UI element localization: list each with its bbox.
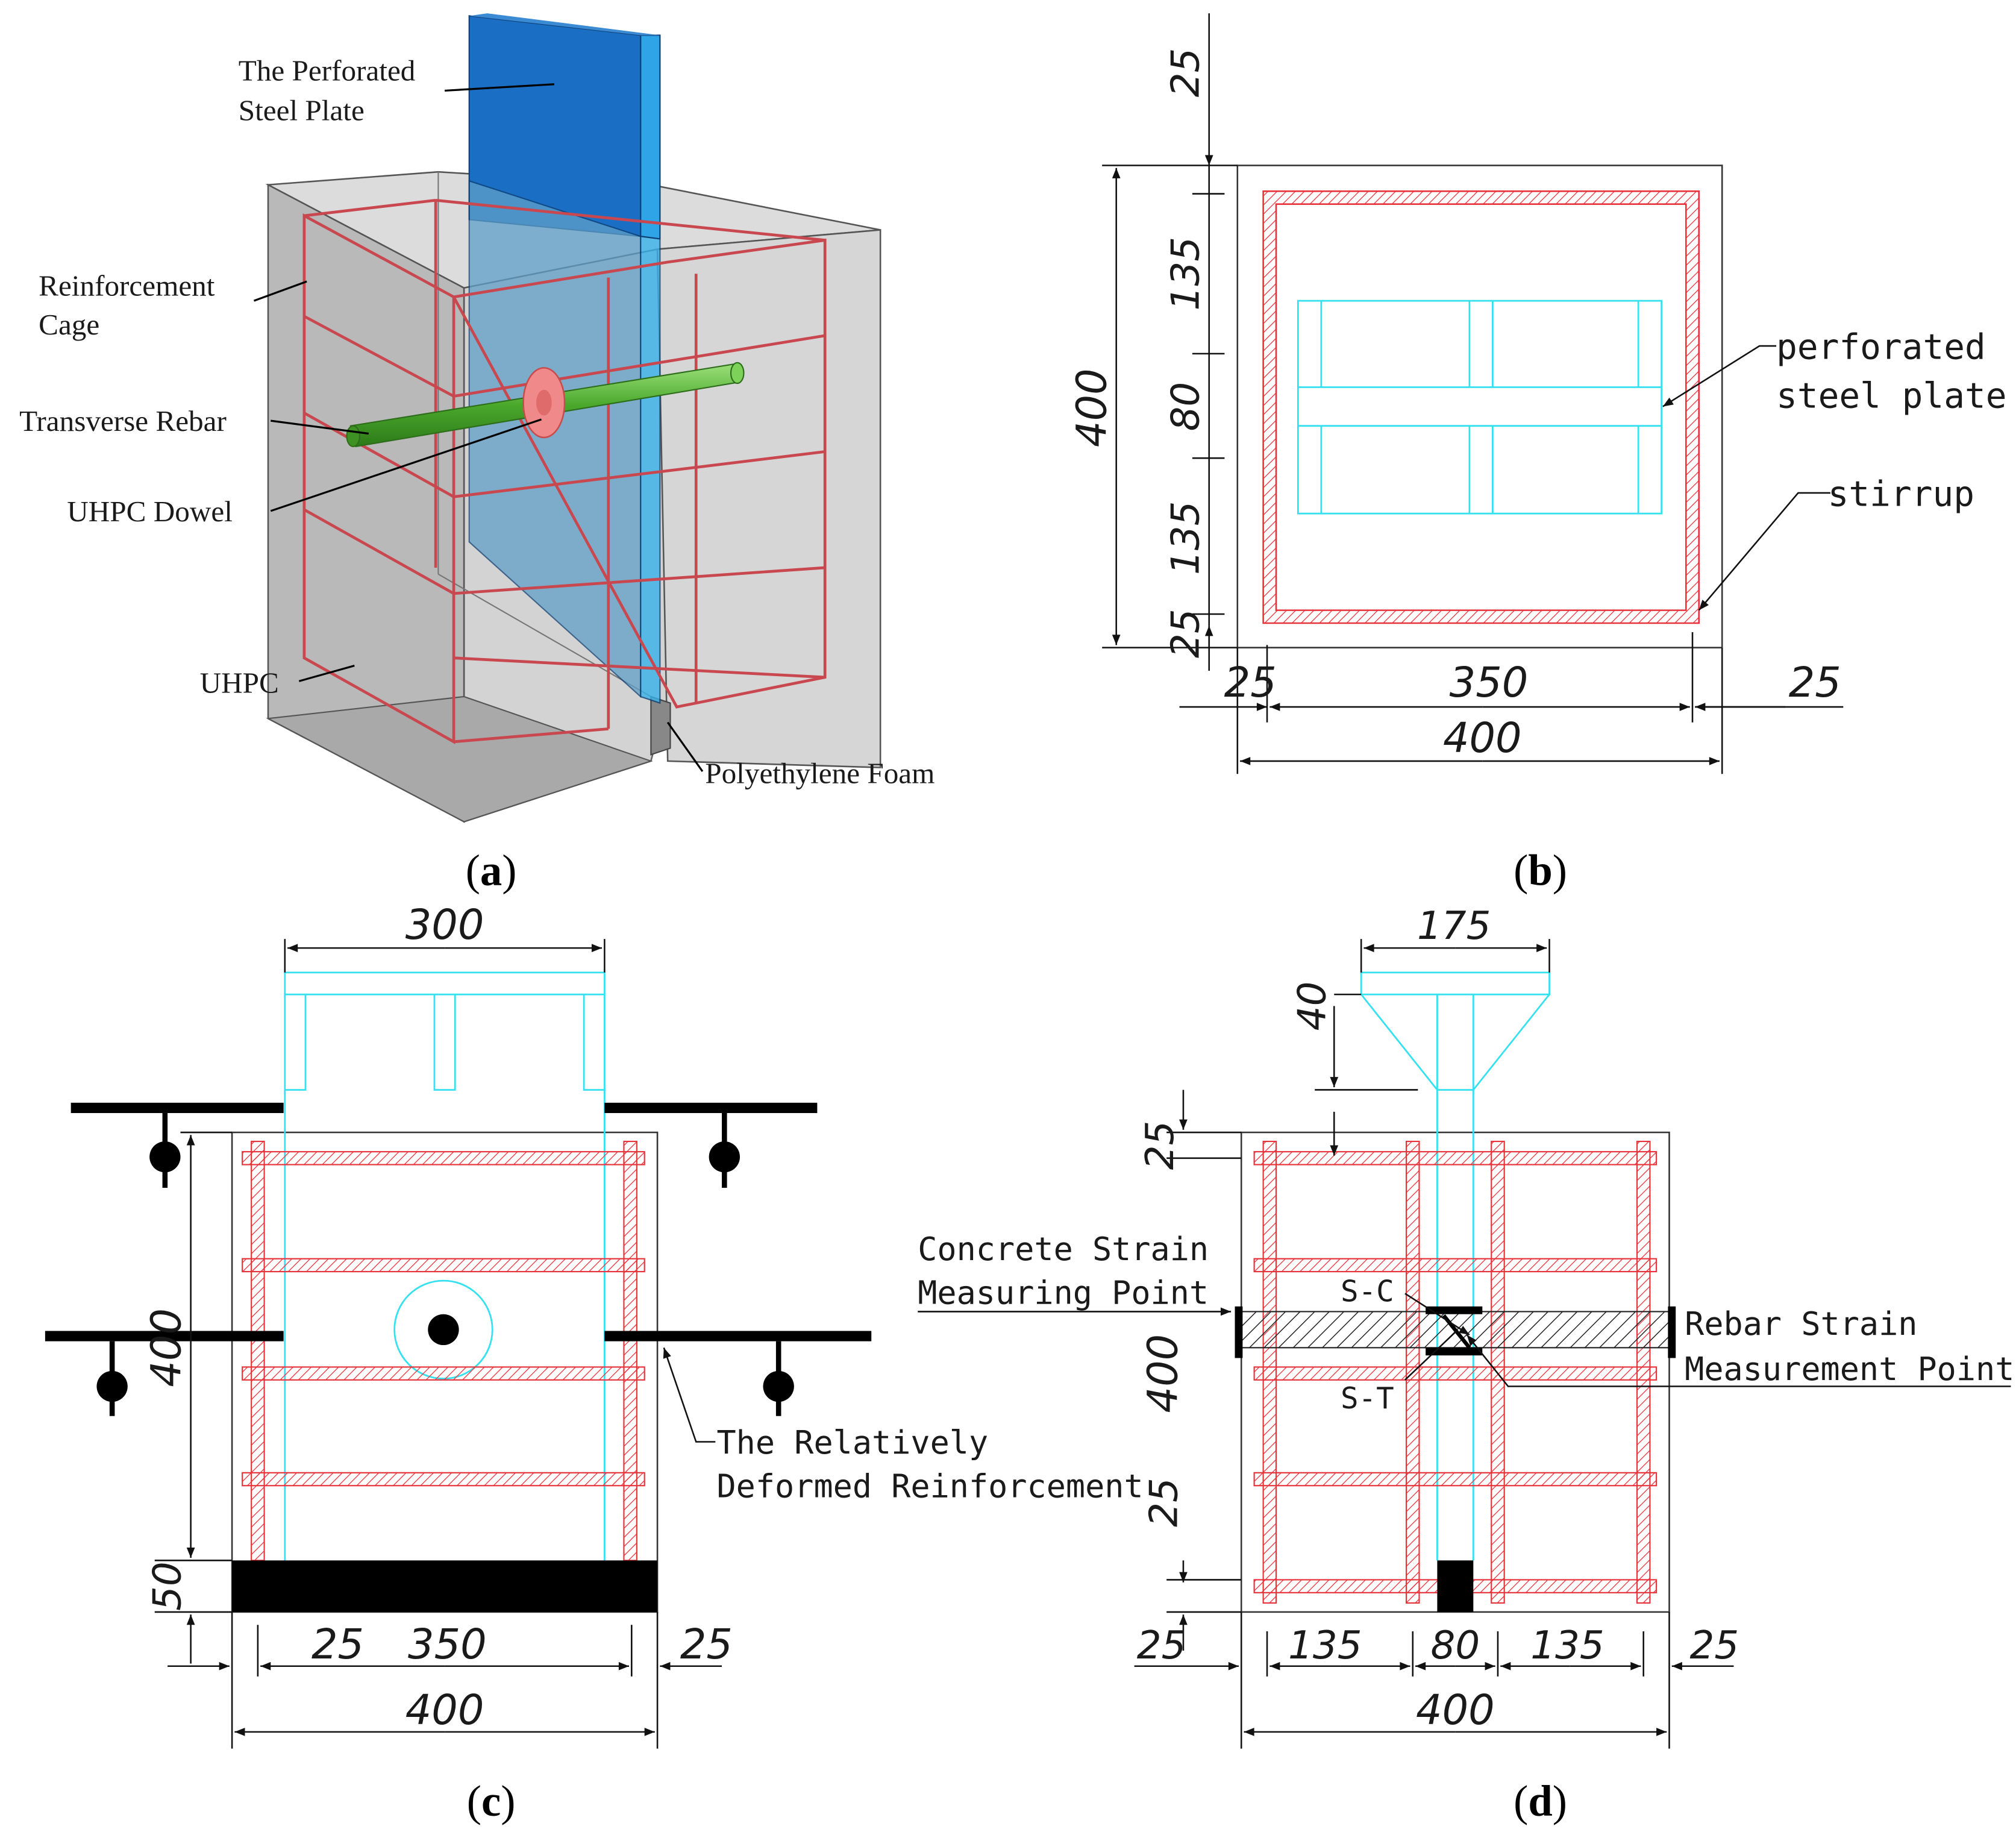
stirrup [1262, 190, 1700, 624]
leader-lines-a [253, 83, 704, 772]
dim-c-base: 50 [145, 1561, 190, 1611]
label-stirrup: stirrup [1828, 473, 1974, 514]
dim-d-h4: 135 [1530, 1623, 1604, 1668]
panel-c: 300 400 50 25 350 25 400 The Relatively … [45, 901, 1144, 1825]
dim-d-h1: 25 [1137, 1623, 1186, 1668]
dim-d-plate: 40 [1289, 982, 1335, 1031]
dim-c-h-left: 25 [311, 1620, 364, 1669]
label-rebar-strain: Rebar Strain [1685, 1305, 1917, 1343]
caption-d: (d) [1514, 1777, 1567, 1825]
dim-d-h5: 25 [1690, 1623, 1739, 1668]
dim-b-v2: 80 [1163, 382, 1209, 431]
label-transverse-rebar: Transverse Rebar [19, 404, 227, 438]
caption-c: (c) [467, 1777, 516, 1825]
label-polyethylene-foam: Polyethylene Foam [705, 756, 934, 789]
dowel-center-c [428, 1314, 459, 1346]
label-uhpc-dowel: UHPC Dowel [67, 495, 233, 528]
dim-c-top: 300 [405, 901, 484, 949]
dim-d-v-top: 25 [1138, 1121, 1183, 1170]
rebars-c [242, 1140, 645, 1561]
label-cage-line1: Reinforcement [39, 269, 215, 303]
dimensions-b [1102, 13, 1844, 774]
panel-d: 175 40 25 400 25 25 135 80 135 25 400 Co… [918, 903, 2014, 1825]
dim-b-v3: 135 [1163, 501, 1209, 575]
dimensions-d [1134, 939, 1734, 1749]
label-uhpc: UHPC [200, 667, 279, 700]
dim-c-height: 400 [143, 1308, 191, 1387]
dim-b-h-mid: 350 [1450, 659, 1529, 707]
label-plate-line2: Steel Plate [239, 94, 365, 127]
plate-cyan-view [1297, 300, 1663, 515]
uhpc-dowel [522, 367, 566, 439]
panel-a: The Perforated Steel Plate Reinforcement… [19, 13, 934, 894]
dim-b-width: 400 [1443, 714, 1522, 762]
dim-b-height: 400 [1068, 368, 1116, 447]
label-measuring-point: Measuring Point [918, 1274, 1209, 1312]
reinforcement-cage [302, 198, 827, 744]
dim-d-width: 400 [1416, 1686, 1495, 1734]
dim-b-h-right: 25 [1789, 659, 1841, 707]
dim-d-h2: 135 [1288, 1623, 1362, 1668]
dim-b-h-left: 25 [1224, 659, 1277, 707]
loading-fixtures-c [45, 1102, 872, 1416]
leader-lines-d [918, 1293, 2011, 1387]
dim-c-h-mid: 350 [408, 1620, 487, 1669]
label-concrete-strain: Concrete Strain [918, 1230, 1209, 1268]
dim-b-top: 25 [1163, 48, 1209, 98]
label-plate-line1: The Perforated [239, 54, 416, 87]
dim-b-v1: 135 [1163, 237, 1209, 310]
label-deformed-reinforcement: Deformed Reinforcement [716, 1467, 1143, 1505]
strain-gauges-d [1235, 1306, 1676, 1358]
leader-lines-b [1662, 345, 1830, 611]
panel-b: 25 400 135 80 135 25 25 350 25 400 perfo… [1068, 13, 2007, 894]
caption-a: (a) [466, 845, 517, 894]
base-support-d [1437, 1560, 1474, 1612]
label-s-c: S-C [1341, 1273, 1394, 1308]
dim-c-width: 400 [405, 1686, 484, 1734]
plate-cyan-d [1360, 971, 1550, 1561]
leader-lines-c [663, 1347, 716, 1443]
label-measurement-point: Measurement Point [1685, 1350, 2014, 1388]
dim-d-top: 175 [1417, 903, 1491, 949]
caption-b: (b) [1514, 845, 1567, 894]
label-relatively: The Relatively [716, 1423, 988, 1461]
dim-d-h3: 80 [1431, 1623, 1480, 1668]
dim-d-height: 400 [1139, 1334, 1187, 1413]
dim-d-v-bot: 25 [1141, 1478, 1186, 1527]
label-perforated: perforated [1776, 326, 1986, 367]
rebars-d [1253, 1140, 1658, 1604]
base-support-c [232, 1560, 658, 1612]
dimensions-c [154, 939, 722, 1749]
perforated-steel-plate [468, 13, 661, 704]
dim-b-v4: 25 [1163, 609, 1209, 658]
label-cage-line2: Cage [39, 308, 99, 341]
dim-c-h-right: 25 [680, 1620, 733, 1669]
label-s-t: S-T [1341, 1381, 1394, 1416]
label-steel-plate: steel plate [1776, 375, 2006, 416]
section-outline [1236, 165, 1723, 648]
